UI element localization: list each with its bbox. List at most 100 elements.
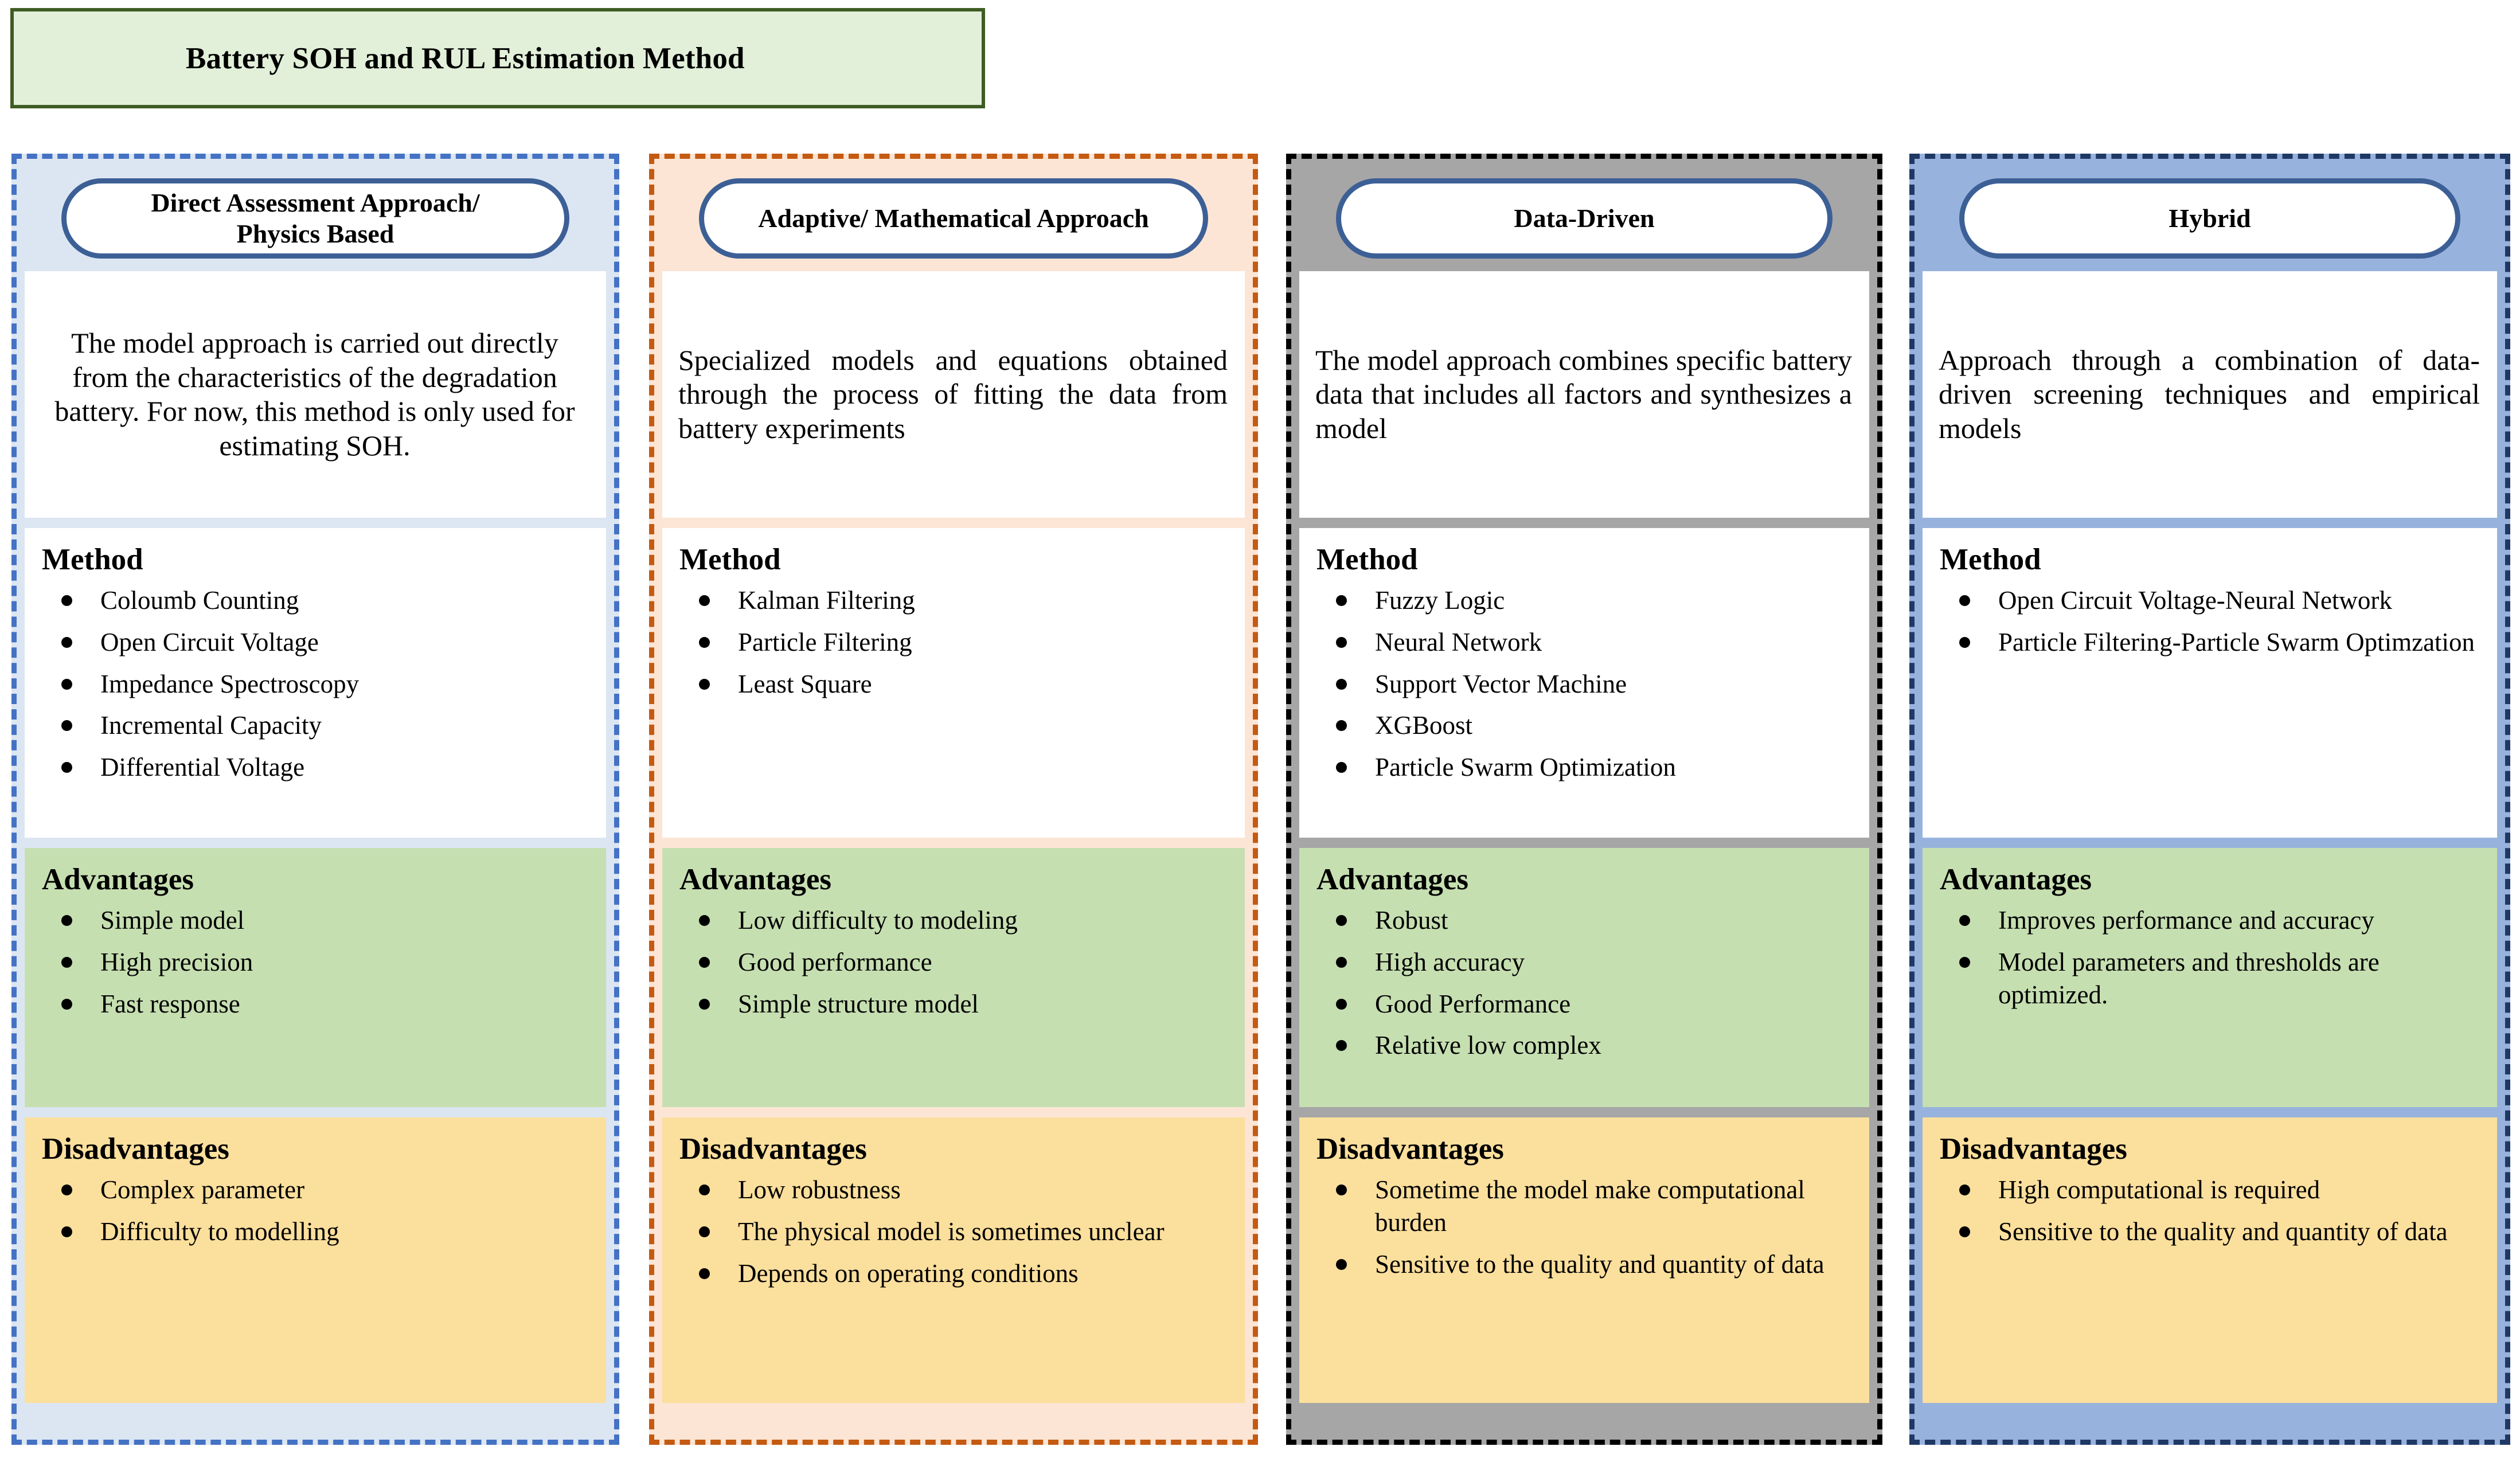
disadvantages-panel: Disadvantages High computational is requ… — [1923, 1117, 2497, 1403]
method-panel: Method Kalman Filtering Particle Filteri… — [662, 528, 1245, 838]
bullet-icon — [699, 1185, 710, 1196]
list-item: Low robustness — [678, 1174, 1228, 1206]
list-item: Impedance Spectroscopy — [41, 668, 589, 701]
list-item: Fuzzy Logic — [1315, 584, 1852, 617]
list-item-label: Relative low complex — [1375, 1031, 1601, 1060]
description-panel: The model approach combines specific bat… — [1299, 271, 1869, 518]
list-item: Improves performance and accuracy — [1939, 904, 2480, 937]
list-item: Particle Filtering-Particle Swarm Optimz… — [1939, 626, 2480, 659]
list-item-label: Depends on operating conditions — [738, 1258, 1079, 1288]
list-item: Neural Network — [1315, 626, 1852, 659]
list-item-label: Least Square — [738, 669, 872, 698]
disadvantages-heading: Disadvantages — [1316, 1132, 1504, 1166]
list-item-label: Impedance Spectroscopy — [100, 669, 360, 698]
list-item: Relative low complex — [1315, 1029, 1852, 1062]
list-item: Open Circuit Voltage-Neural Network — [1939, 584, 2480, 617]
disadvantages-panel: Disadvantages Low robustness The physica… — [662, 1117, 1245, 1403]
bullet-icon — [1336, 720, 1347, 732]
bullet-icon — [61, 636, 72, 648]
bullet-icon — [1336, 1258, 1347, 1270]
list-item-label: Low robustness — [738, 1175, 901, 1205]
list-item-label: Sensitive to the quality and quantity of… — [1375, 1249, 1824, 1279]
list-item: Sensitive to the quality and quantity of… — [1939, 1215, 2480, 1248]
advantages-panel: Advantages Simple model High precision F… — [25, 848, 606, 1107]
bullet-icon — [61, 762, 72, 773]
bullet-icon — [699, 636, 710, 648]
column-header-pill-adaptive-mathematical[interactable]: Adaptive/ Mathematical Approach — [699, 178, 1208, 259]
list-item: The physical model is sometimes unclear — [678, 1215, 1228, 1248]
method-panel: Method Fuzzy Logic Neural Network Suppor… — [1299, 528, 1869, 838]
bullet-icon — [61, 1185, 72, 1196]
list-item-label: Complex parameter — [100, 1175, 305, 1205]
method-panel: Method Open Circuit Voltage-Neural Netwo… — [1923, 528, 2497, 838]
disadvantages-list: Low robustness The physical model is som… — [678, 1174, 1228, 1289]
bullet-icon — [699, 1226, 710, 1237]
method-heading: Method — [1316, 543, 1418, 576]
description-text: The model approach combines specific bat… — [1315, 343, 1852, 444]
list-item-label: High computational is required — [1998, 1175, 2320, 1205]
bullet-icon — [699, 595, 710, 607]
bullet-icon — [1336, 1185, 1347, 1196]
list-item-label: High accuracy — [1375, 947, 1525, 976]
bullet-icon — [61, 998, 72, 1010]
list-item: Differential Voltage — [41, 751, 589, 784]
bullet-icon — [699, 915, 710, 927]
column-header-line-1: Direct Assessment Approach/ — [151, 187, 480, 217]
list-item: Sensitive to the quality and quantity of… — [1315, 1248, 1852, 1281]
advantages-heading: Advantages — [1316, 863, 1469, 896]
bullet-icon — [1336, 956, 1347, 968]
list-item-label: Particle Filtering-Particle Swarm Optimz… — [1998, 627, 2475, 656]
bullet-icon — [61, 956, 72, 968]
advantages-heading: Advantages — [679, 863, 832, 896]
list-item: Least Square — [678, 668, 1228, 701]
list-item: Good Performance — [1315, 988, 1852, 1021]
column-header-pill-data-driven[interactable]: Data-Driven — [1336, 178, 1833, 259]
bullet-icon — [61, 595, 72, 607]
advantages-list: Simple model High precision Fast respons… — [41, 904, 589, 1020]
column-header-label: Direct Assessment Approach/ Physics Base… — [143, 187, 487, 250]
disadvantages-heading: Disadvantages — [42, 1132, 229, 1166]
bullet-icon — [699, 956, 710, 968]
bullet-icon — [1336, 998, 1347, 1010]
bullet-icon — [61, 915, 72, 927]
method-heading: Method — [42, 543, 143, 576]
disadvantages-list: High computational is required Sensitive… — [1939, 1174, 2480, 1248]
list-item: Incremental Capacity — [41, 709, 589, 742]
bullet-icon — [1959, 1185, 1970, 1196]
column-header-pill-hybrid[interactable]: Hybrid — [1959, 178, 2460, 259]
list-item-label: Kalman Filtering — [738, 586, 915, 615]
column-header-label: Hybrid — [2169, 203, 2251, 233]
bullet-icon — [1336, 915, 1347, 927]
list-item: XGBoost — [1315, 709, 1852, 742]
description-text: Specialized models and equations obtaine… — [678, 343, 1228, 444]
list-item: Depends on operating conditions — [678, 1257, 1228, 1290]
column-header-pill-direct-assessment[interactable]: Direct Assessment Approach/ Physics Base… — [61, 178, 569, 259]
list-item: Particle Swarm Optimization — [1315, 751, 1852, 784]
list-item-label: Sensitive to the quality and quantity of… — [1998, 1217, 2448, 1246]
bullet-icon — [1336, 678, 1347, 690]
approach-column-data-driven: Data-Driven The model approach combines … — [1286, 154, 1882, 1445]
bullet-icon — [1959, 636, 1970, 648]
list-item: Simple model — [41, 904, 589, 937]
list-item-label: High precision — [100, 947, 253, 976]
list-item: High computational is required — [1939, 1174, 2480, 1206]
list-item: Complex parameter — [41, 1174, 589, 1206]
list-item-label: Incremental Capacity — [100, 711, 322, 740]
list-item-label: Neural Network — [1375, 627, 1542, 656]
list-item-label: Fuzzy Logic — [1375, 586, 1505, 615]
column-header-label: Data-Driven — [1514, 203, 1655, 233]
bullet-icon — [61, 1226, 72, 1237]
approach-column-direct-assessment: Direct Assessment Approach/ Physics Base… — [11, 154, 619, 1445]
list-item: High accuracy — [1315, 946, 1852, 979]
list-item-label: Support Vector Machine — [1375, 669, 1627, 698]
advantages-list: Robust High accuracy Good Performance Re… — [1315, 904, 1852, 1062]
description-panel: Specialized models and equations obtaine… — [662, 271, 1245, 518]
bullet-icon — [61, 678, 72, 690]
approach-columns-container: Direct Assessment Approach/ Physics Base… — [0, 154, 2520, 1458]
page-title: Battery SOH and RUL Estimation Method — [186, 41, 745, 75]
list-item: Model parameters and thresholds are opti… — [1939, 946, 2480, 1011]
advantages-list: Improves performance and accuracy Model … — [1939, 904, 2480, 1011]
approach-column-hybrid: Hybrid Approach through a combination of… — [1909, 154, 2510, 1445]
list-item: Fast response — [41, 988, 589, 1021]
list-item-label: XGBoost — [1375, 711, 1473, 740]
